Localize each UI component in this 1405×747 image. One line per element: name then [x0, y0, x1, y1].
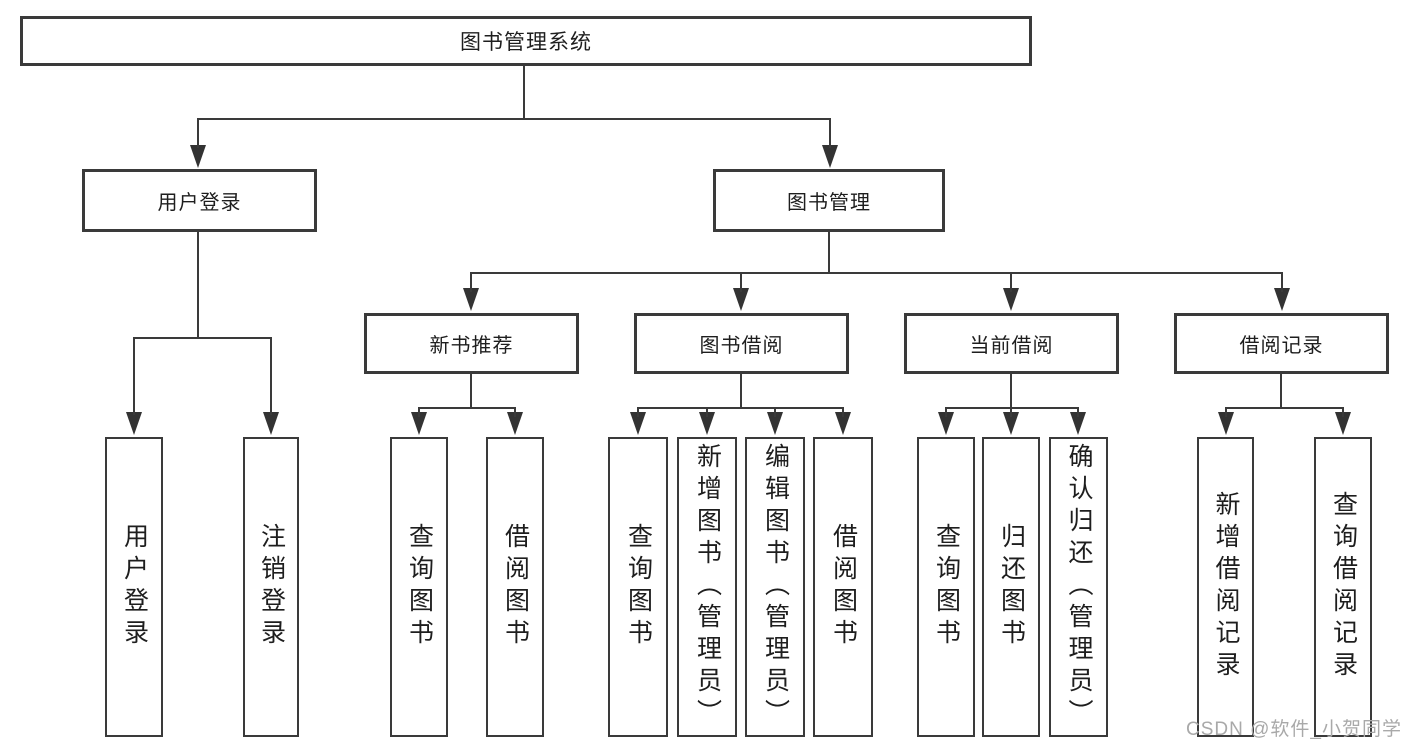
- connector-line: [945, 407, 1078, 409]
- node-label: 借阅图书: [829, 523, 858, 651]
- connector-line: [133, 337, 135, 415]
- node-book-borrowing: 图书借阅: [634, 313, 849, 374]
- node-return-books: 归还图书: [982, 437, 1040, 737]
- connector-line: [828, 232, 830, 272]
- arrow-down-icon: [1274, 288, 1290, 311]
- arrow-down-icon: [835, 412, 851, 435]
- connector-line: [706, 407, 708, 417]
- node-borrow-books: 借阅图书: [813, 437, 873, 737]
- arrow-down-icon: [767, 412, 783, 435]
- node-label: 注销登录: [257, 523, 286, 651]
- arrow-down-icon: [1218, 412, 1234, 435]
- arrow-down-icon: [507, 412, 523, 435]
- connector-line: [1342, 407, 1344, 417]
- node-library-management-system: 图书管理系统: [20, 16, 1032, 66]
- node-label: 新书推荐: [429, 335, 514, 357]
- arrow-down-icon: [1003, 288, 1019, 311]
- arrow-down-icon: [126, 412, 142, 435]
- node-label: 图书借阅: [699, 335, 784, 357]
- node-borrowing-records: 借阅记录: [1174, 313, 1389, 374]
- node-query-borrowing-record: 查询借阅记录: [1314, 437, 1372, 737]
- node-current-borrowing: 当前借阅: [904, 313, 1119, 374]
- connector-line: [1077, 407, 1079, 417]
- node-label: 用户登录: [157, 192, 242, 214]
- node-label: 图书管理: [787, 192, 871, 214]
- node-label: 查询图书: [624, 523, 653, 651]
- connector-line: [514, 407, 516, 417]
- node-add-books-admin: 新增图书（管理员）: [677, 437, 737, 737]
- node-label: 新增借阅记录: [1212, 491, 1240, 683]
- arrow-down-icon: [463, 288, 479, 311]
- connector-line: [829, 118, 831, 148]
- arrow-down-icon: [733, 288, 749, 311]
- connector-line: [470, 272, 1283, 274]
- node-label: 查询借阅记录: [1329, 491, 1358, 683]
- arrow-down-icon: [1335, 412, 1351, 435]
- arrow-down-icon: [699, 412, 715, 435]
- connector-line: [740, 272, 742, 292]
- connector-line: [1010, 407, 1012, 417]
- node-label: 查询图书: [405, 523, 434, 651]
- node-query-books-recommend: 查询图书: [390, 437, 448, 737]
- connector-line: [470, 272, 472, 292]
- node-confirm-return-admin: 确认归还（管理员）: [1049, 437, 1108, 737]
- node-query-books-current: 查询图书: [917, 437, 975, 737]
- arrow-down-icon: [630, 412, 646, 435]
- connector-line: [1280, 374, 1282, 407]
- connector-line: [418, 407, 516, 409]
- node-query-books-borrowing: 查询图书: [608, 437, 668, 737]
- connector-line: [1281, 272, 1283, 292]
- node-label: 当前借阅: [969, 335, 1054, 357]
- node-user-login-branch: 用户登录: [82, 169, 317, 232]
- connector-line: [637, 407, 639, 417]
- node-label: 借阅记录: [1239, 335, 1324, 357]
- node-label: 编辑图书（管理员）: [761, 443, 790, 731]
- arrow-down-icon: [938, 412, 954, 435]
- connector-line: [842, 407, 844, 417]
- node-logout: 注销登录: [243, 437, 299, 737]
- connector-line: [1010, 272, 1012, 292]
- connector-line: [1010, 374, 1012, 407]
- connector-line: [470, 374, 472, 407]
- node-label: 借阅图书: [501, 523, 530, 651]
- connector-line: [270, 337, 272, 415]
- node-user-login: 用户登录: [105, 437, 163, 737]
- connector-line: [197, 118, 831, 120]
- connector-line: [774, 407, 776, 417]
- node-add-borrowing-record: 新增借阅记录: [1197, 437, 1254, 737]
- node-borrow-books-recommend: 借阅图书: [486, 437, 544, 737]
- connector-line: [523, 66, 525, 118]
- connector-line: [133, 337, 272, 339]
- arrow-down-icon: [822, 145, 838, 168]
- node-label: 图书管理系统: [460, 31, 592, 54]
- connector-line: [1225, 407, 1344, 409]
- arrow-down-icon: [411, 412, 427, 435]
- connector-line: [197, 118, 199, 148]
- connector-line: [197, 232, 199, 337]
- arrow-down-icon: [1070, 412, 1086, 435]
- node-book-management: 图书管理: [713, 169, 945, 232]
- node-label: 用户登录: [120, 523, 149, 651]
- connector-line: [1225, 407, 1227, 417]
- connector-line: [740, 374, 742, 407]
- node-label: 新增图书（管理员）: [693, 443, 722, 731]
- connector-line: [945, 407, 947, 417]
- node-label: 归还图书: [997, 523, 1026, 651]
- node-edit-books-admin: 编辑图书（管理员）: [745, 437, 805, 737]
- node-label: 确认归还（管理员）: [1065, 443, 1093, 731]
- node-label: 查询图书: [932, 523, 961, 651]
- watermark: CSDN @软件_小贺同学: [1186, 719, 1402, 740]
- connector-line: [418, 407, 420, 417]
- node-new-book-recommend: 新书推荐: [364, 313, 579, 374]
- arrow-down-icon: [1003, 412, 1019, 435]
- arrow-down-icon: [263, 412, 279, 435]
- connector-line: [637, 407, 844, 409]
- arrow-down-icon: [190, 145, 206, 168]
